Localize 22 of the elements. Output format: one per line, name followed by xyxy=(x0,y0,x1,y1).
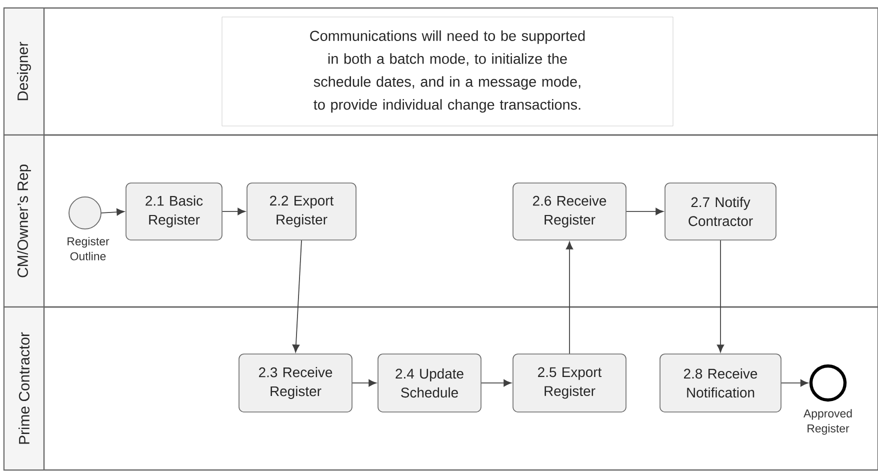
arrow xyxy=(292,240,302,352)
end-event-circle xyxy=(809,364,847,402)
process-box: 2.6 Receive Register xyxy=(512,182,626,240)
arrow xyxy=(780,379,808,387)
arrow xyxy=(352,379,376,387)
process-box: 2.5 Export Register xyxy=(512,354,626,412)
start-event-circle xyxy=(68,196,102,230)
note-box: Communications will need to be supported in both a batch mode, to initialize the schedule dates, and in a message mode, to provide individual change transactions. xyxy=(222,16,674,126)
process-box: 2.1 Basic Register xyxy=(126,182,222,240)
event-label: Approved Register xyxy=(804,409,852,435)
arrow xyxy=(626,208,664,216)
arrow xyxy=(716,240,724,352)
process-box: 2.7 Notify Contractor xyxy=(664,182,776,240)
arrow xyxy=(101,208,124,216)
arrow xyxy=(222,208,246,216)
process-box: 2.3 Receive Register xyxy=(238,354,352,412)
event-label: Register Outline xyxy=(68,236,110,260)
process-box: 2.4 Update Schedule xyxy=(378,354,482,412)
arrow xyxy=(480,379,512,387)
arrow xyxy=(566,242,574,354)
process-box: 2.8 Receive Notification xyxy=(660,354,782,412)
process-box: 2.2 Export Register xyxy=(246,182,356,240)
